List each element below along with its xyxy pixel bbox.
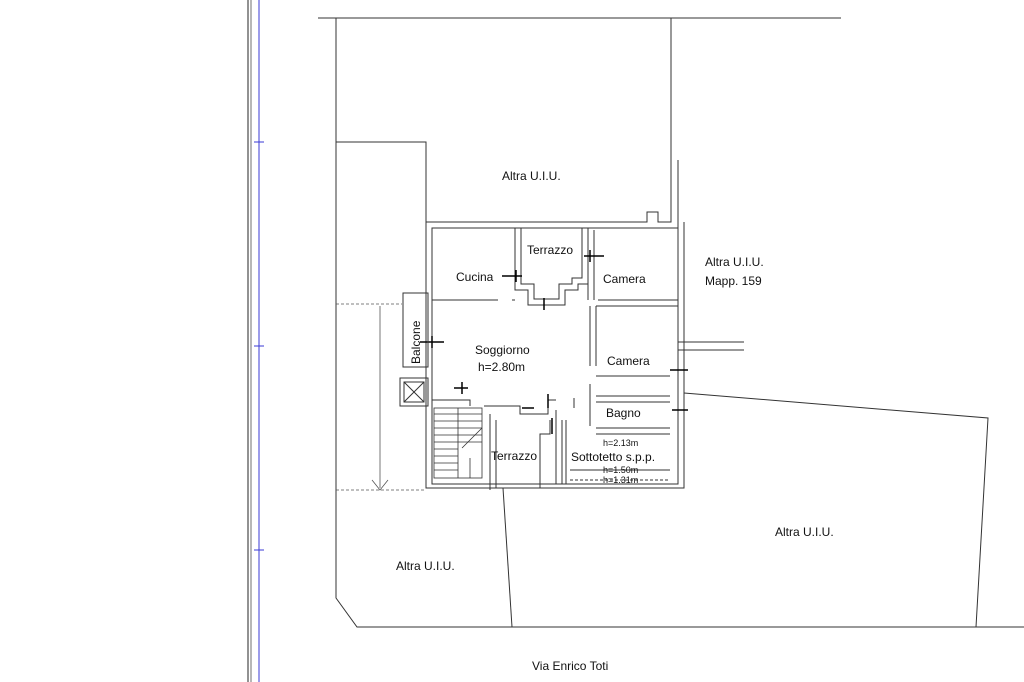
section-lines xyxy=(336,303,426,491)
room-terrazzo-bottom: Terrazzo xyxy=(491,449,537,463)
label-mapp: Mapp. 159 xyxy=(705,274,762,288)
openings xyxy=(420,250,688,434)
room-sottotetto: Sottotetto s.p.p. xyxy=(571,450,655,464)
room-camera-mid: Camera xyxy=(607,354,650,368)
height-150: h=1.50m xyxy=(603,465,638,475)
label-altra-right: Altra U.I.U. xyxy=(705,255,764,269)
height-131: h=1.31m xyxy=(603,475,638,485)
label-street: Via Enrico Toti xyxy=(532,659,608,673)
room-camera-top: Camera xyxy=(603,272,646,286)
label-altra-bottom-right: Altra U.I.U. xyxy=(775,525,834,539)
interior-walls xyxy=(431,227,679,490)
height-213: h=2.13m xyxy=(603,438,638,448)
viewport-frame xyxy=(247,0,264,682)
elevator-box xyxy=(399,377,429,407)
room-cucina: Cucina xyxy=(456,270,494,284)
room-terrazzo-top: Terrazzo xyxy=(527,243,573,257)
room-bagno: Bagno xyxy=(606,406,641,420)
label-altra-bottom-left: Altra U.I.U. xyxy=(396,559,455,573)
room-soggiorno: Soggiorno xyxy=(475,343,530,357)
neighbour-outlines xyxy=(318,17,1024,628)
room-balcone: Balcone xyxy=(409,320,423,364)
room-soggiorno-height: h=2.80m xyxy=(478,360,525,374)
balcone-box xyxy=(402,292,429,368)
label-altra-top: Altra U.I.U. xyxy=(502,169,561,183)
staircase xyxy=(433,407,483,479)
